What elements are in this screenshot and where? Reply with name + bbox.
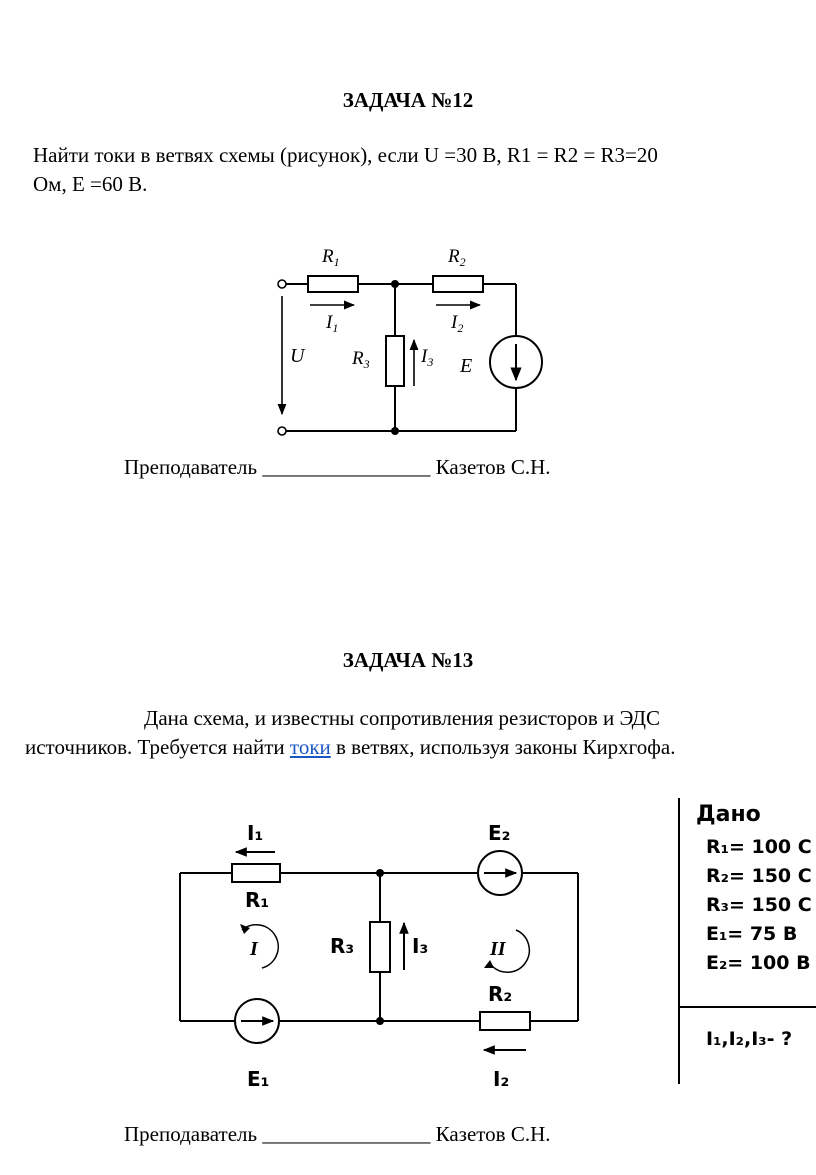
node-bottom	[391, 427, 399, 435]
label-i3: I3	[420, 346, 433, 369]
resistor-r2	[432, 275, 484, 293]
task12-text-line2: Ом, Е =60 В.	[33, 172, 148, 196]
teacher-label: Преподаватель	[124, 1122, 258, 1146]
text-segment: в ветвях, используя законы Кирхгофа.	[330, 735, 676, 759]
label-r2: R₂	[488, 982, 512, 1006]
label-r1: R₁	[245, 888, 269, 912]
node-top	[391, 280, 399, 288]
currents-link[interactable]: токи	[289, 735, 331, 759]
task13-title: ЗАДАЧА №13	[342, 648, 474, 672]
label-e1: E₁	[247, 1067, 269, 1091]
given-line-r2: R₂= 150 С	[706, 865, 812, 887]
given-heading: Дано	[696, 802, 761, 827]
node-top	[376, 869, 384, 877]
label-r3: R3	[351, 348, 370, 371]
teacher-name: Казетов С.Н.	[435, 1122, 551, 1146]
label-i3: I₃	[412, 934, 428, 958]
resistor-r1	[307, 275, 359, 293]
label-loop1: I	[249, 938, 259, 960]
given-line-r1: R₁= 100 С	[706, 836, 812, 858]
task12-circuit-diagram: R1 R2 I1 I2 R3 I3 U E	[277, 246, 543, 436]
resistor-r1	[231, 863, 281, 883]
label-r1: R1	[321, 246, 340, 269]
given-find: I₁,I₂,I₃- ?	[706, 1028, 793, 1050]
task13-text-line1: Дана схема, и известны сопротивления рез…	[144, 706, 660, 730]
teacher-name: Казетов С.Н.	[435, 455, 551, 479]
terminal-bottom	[277, 426, 287, 436]
task13-text-line2: источников. Требуется найти токи в ветвя…	[25, 733, 675, 762]
label-u: U	[290, 345, 306, 367]
label-i2: I₂	[493, 1067, 509, 1091]
label-e: E	[459, 355, 472, 377]
signature-line: ________________	[262, 1122, 431, 1146]
given-line-r3: R₃= 150 С	[706, 894, 812, 916]
loop-i-arc	[241, 924, 279, 969]
signature-line: ________________	[262, 455, 431, 479]
loop-i-arrowhead	[240, 924, 250, 934]
label-i1: I1	[325, 312, 338, 335]
label-loop2: II	[489, 938, 507, 960]
resistor-r2	[479, 1011, 531, 1031]
resistor-r3	[369, 921, 391, 973]
task12-text-line1: Найти токи в ветвях схемы (рисунок), есл…	[33, 143, 658, 167]
label-e2: E₂	[488, 821, 510, 845]
task13-signature: Преподаватель ________________ Казетов С…	[124, 1120, 551, 1149]
text-segment: источников. Требуется найти	[25, 735, 290, 759]
label-i2: I2	[450, 312, 463, 335]
label-r3: R₃	[330, 934, 354, 958]
given-panel: Дано R₁= 100 С R₂= 150 С R₃= 150 С E₁= 7…	[678, 798, 816, 1084]
given-divider-vertical	[678, 798, 680, 1084]
label-i1: I₁	[247, 821, 263, 845]
resistor-r3	[385, 335, 405, 387]
task13-circuit-diagram: I₁ R₁ I R₃ I₃ E₁ E₂ II R₂ I₂	[179, 821, 579, 1091]
task12-title: ЗАДАЧА №12	[342, 88, 474, 112]
task12-signature: Преподаватель ________________ Казетов С…	[124, 453, 551, 482]
teacher-label: Преподаватель	[124, 455, 258, 479]
given-line-e2: E₂= 100 В	[706, 952, 811, 974]
loop-ii-arc	[491, 929, 531, 973]
node-bottom	[376, 1017, 384, 1025]
terminal-top	[277, 279, 287, 289]
given-line-e1: E₁= 75 В	[706, 923, 798, 945]
given-divider-horizontal	[678, 1006, 816, 1008]
label-r2: R2	[447, 246, 466, 269]
loop-ii-arrowhead	[484, 960, 494, 968]
